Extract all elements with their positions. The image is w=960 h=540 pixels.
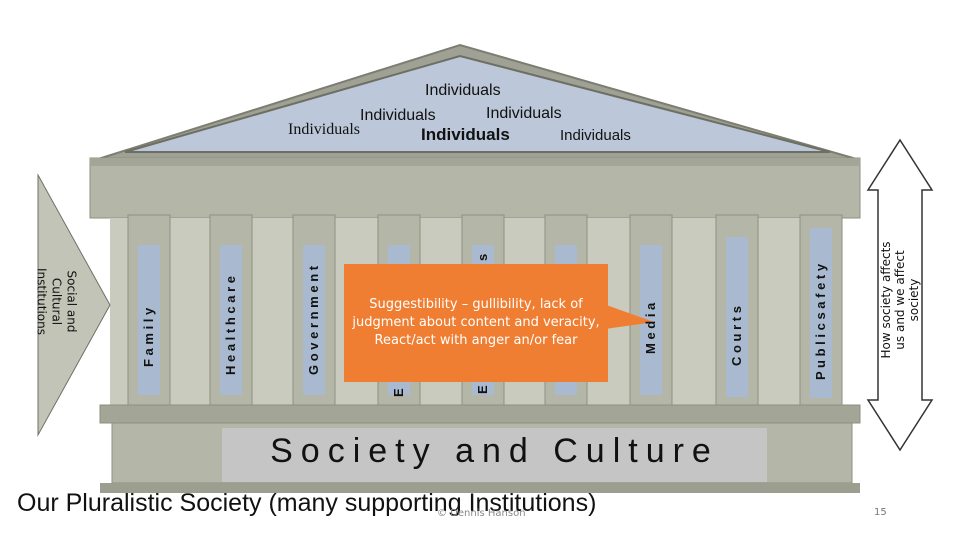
base-label-box xyxy=(222,428,767,482)
pediment-line2-right: Individuals xyxy=(486,105,562,122)
column-courts-label: C o u r t s xyxy=(729,306,744,366)
column-s-label: s xyxy=(475,253,490,261)
column-public-safety-label: P u b l i c s a f e t y xyxy=(813,263,828,381)
right-double-arrow-shape xyxy=(866,138,934,452)
page-number: 15 xyxy=(874,507,887,518)
left-arrow: Social and Cultural Institutions xyxy=(0,245,112,357)
right-arrow: How society affects us and we affect soc… xyxy=(840,240,960,360)
left-arrow-shape xyxy=(37,173,111,437)
entablature xyxy=(89,157,861,219)
column-e1-label: E xyxy=(391,388,406,398)
pediment-face xyxy=(124,54,831,153)
column-government-label: G o v e r n m e n t xyxy=(306,265,321,375)
copyright-text: © Dennis Hanson xyxy=(437,508,526,519)
column-family-label: F a m i l y xyxy=(141,307,156,367)
pediment-line1: Individuals xyxy=(425,82,501,99)
base-top xyxy=(99,404,861,424)
pediment-line2-left: Individuals xyxy=(360,107,436,124)
base-bottom xyxy=(100,483,860,493)
callout-pointer xyxy=(598,302,654,330)
callout-text: Suggestibility – gullibility, lack of ju… xyxy=(352,297,600,348)
column-healthcare-label: H e a l t h c a r e xyxy=(223,276,238,376)
column-e2-label: E xyxy=(475,385,490,395)
pediment-line3-center: Individuals xyxy=(421,125,510,144)
column-media-label: M e d i a xyxy=(643,302,658,354)
base-label: Society and Culture xyxy=(270,432,719,470)
left-arrow-label: Social and Cultural Institutions xyxy=(34,267,79,335)
pediment-line3-left: Individuals xyxy=(288,121,360,138)
callout-box: Suggestibility – gullibility, lack of ju… xyxy=(344,264,608,382)
right-arrow-label: How society affects us and we affect soc… xyxy=(879,241,921,359)
caption: Our Pluralistic Society (many supporting… xyxy=(17,489,597,517)
pediment-line3-right: Individuals xyxy=(560,127,631,144)
